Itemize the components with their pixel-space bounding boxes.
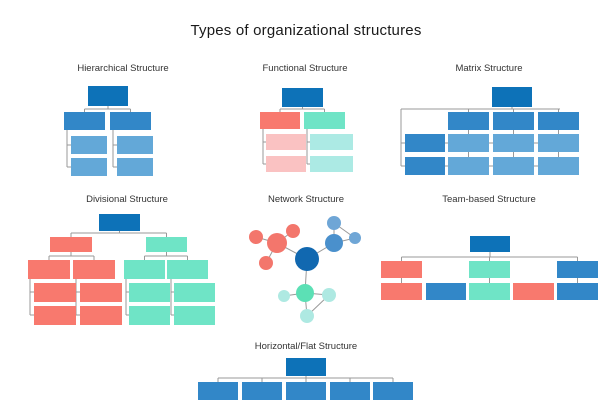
org-box bbox=[50, 237, 92, 252]
org-box bbox=[493, 134, 534, 152]
org-box bbox=[286, 382, 326, 400]
org-box bbox=[448, 134, 489, 152]
org-box bbox=[174, 283, 215, 302]
org-box bbox=[513, 283, 554, 300]
diagram-functional bbox=[260, 88, 353, 172]
org-box bbox=[538, 157, 579, 175]
org-box bbox=[310, 134, 353, 150]
network-node bbox=[325, 234, 343, 252]
diagram-label-hierarchical: Hierarchical Structure bbox=[77, 63, 169, 74]
org-box bbox=[381, 283, 422, 300]
diagram-label-team-based: Team-based Structure bbox=[442, 194, 536, 205]
org-box bbox=[492, 87, 532, 107]
diagram-label-functional: Functional Structure bbox=[262, 63, 348, 74]
org-box bbox=[330, 382, 370, 400]
org-box bbox=[34, 306, 76, 325]
org-box bbox=[304, 112, 345, 129]
org-box bbox=[405, 134, 445, 152]
org-box bbox=[117, 136, 153, 154]
network-node bbox=[249, 230, 263, 244]
network-node bbox=[267, 233, 287, 253]
diagram-label-horizontal-flat: Horizontal/Flat Structure bbox=[254, 341, 358, 352]
org-box bbox=[266, 134, 306, 150]
org-box bbox=[73, 260, 115, 279]
network-node bbox=[322, 288, 336, 302]
org-box bbox=[167, 260, 208, 279]
org-box bbox=[80, 306, 122, 325]
org-box bbox=[266, 156, 306, 172]
org-box bbox=[448, 112, 489, 130]
org-box bbox=[470, 236, 510, 252]
network-node bbox=[278, 290, 290, 302]
org-box bbox=[34, 283, 76, 302]
org-box bbox=[286, 358, 326, 376]
org-box bbox=[71, 136, 107, 154]
org-box bbox=[493, 157, 534, 175]
page-title: Types of organizational structures bbox=[190, 22, 422, 39]
network-node bbox=[286, 224, 300, 238]
network-node bbox=[259, 256, 273, 270]
org-box bbox=[146, 237, 187, 252]
org-box bbox=[174, 306, 215, 325]
org-box bbox=[117, 158, 153, 176]
org-box bbox=[260, 112, 300, 129]
diagram-divisional bbox=[28, 214, 215, 325]
diagram-matrix bbox=[400, 87, 579, 175]
org-box bbox=[28, 260, 70, 279]
org-box bbox=[124, 260, 165, 279]
diagram-horizontal-flat bbox=[198, 358, 413, 400]
org-box bbox=[493, 112, 534, 130]
org-box bbox=[80, 283, 122, 302]
network-node bbox=[349, 232, 361, 244]
org-box bbox=[129, 306, 170, 325]
org-box bbox=[282, 88, 323, 107]
org-box bbox=[198, 382, 238, 400]
org-box bbox=[88, 86, 128, 106]
org-box bbox=[538, 112, 579, 130]
org-box bbox=[557, 283, 598, 300]
org-box bbox=[99, 214, 140, 231]
org-box bbox=[381, 261, 422, 278]
diagram-team-based bbox=[381, 236, 598, 300]
network-node bbox=[296, 284, 314, 302]
diagram-hierarchical bbox=[64, 86, 153, 176]
org-box bbox=[71, 158, 107, 176]
org-box bbox=[469, 261, 510, 278]
org-box bbox=[242, 382, 282, 400]
diagram-label-network: Network Structure bbox=[267, 194, 345, 205]
org-box bbox=[469, 283, 510, 300]
network-node bbox=[327, 216, 341, 230]
org-box bbox=[448, 157, 489, 175]
org-box bbox=[373, 382, 413, 400]
org-box bbox=[538, 134, 579, 152]
org-box bbox=[557, 261, 598, 278]
org-box bbox=[426, 283, 466, 300]
org-box bbox=[110, 112, 151, 130]
network-node bbox=[300, 309, 314, 323]
diagram-network bbox=[249, 216, 361, 323]
network-node bbox=[295, 247, 319, 271]
org-box bbox=[405, 157, 445, 175]
org-box bbox=[64, 112, 105, 130]
diagram-label-matrix: Matrix Structure bbox=[455, 63, 523, 74]
org-box bbox=[310, 156, 353, 172]
org-box bbox=[129, 283, 170, 302]
diagram-label-divisional: Divisional Structure bbox=[86, 194, 168, 205]
